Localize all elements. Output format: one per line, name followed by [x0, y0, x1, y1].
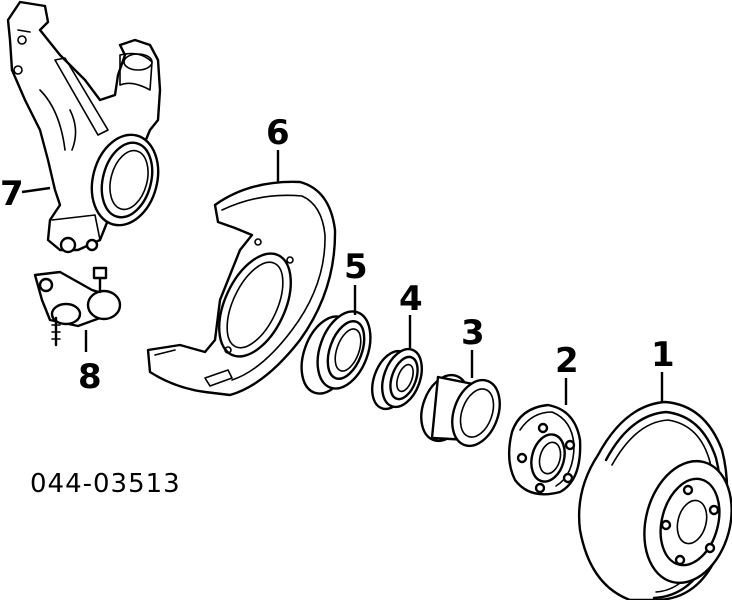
callout-8: 8: [78, 357, 102, 397]
brake-rotor-part: [577, 400, 732, 600]
wheel-hub-part: [507, 403, 582, 496]
callout-2: 2: [555, 341, 579, 381]
hub-spacer-part: [420, 373, 501, 448]
grease-seal-part: [300, 310, 372, 395]
ball-joint-part: [33, 266, 122, 347]
callout-3: 3: [461, 313, 485, 353]
splash-shield-part: [146, 180, 337, 397]
steering-knuckle-part: [6, 0, 162, 254]
diagram-reference-number: 044-03513: [30, 469, 181, 499]
leader-7: [21, 186, 51, 194]
callout-5: 5: [344, 247, 368, 287]
callout-1: 1: [651, 335, 675, 375]
callout-6: 6: [266, 113, 290, 153]
callout-7: 7: [0, 174, 24, 214]
callout-4: 4: [399, 279, 423, 319]
wheel-bearing-part: [371, 347, 423, 411]
